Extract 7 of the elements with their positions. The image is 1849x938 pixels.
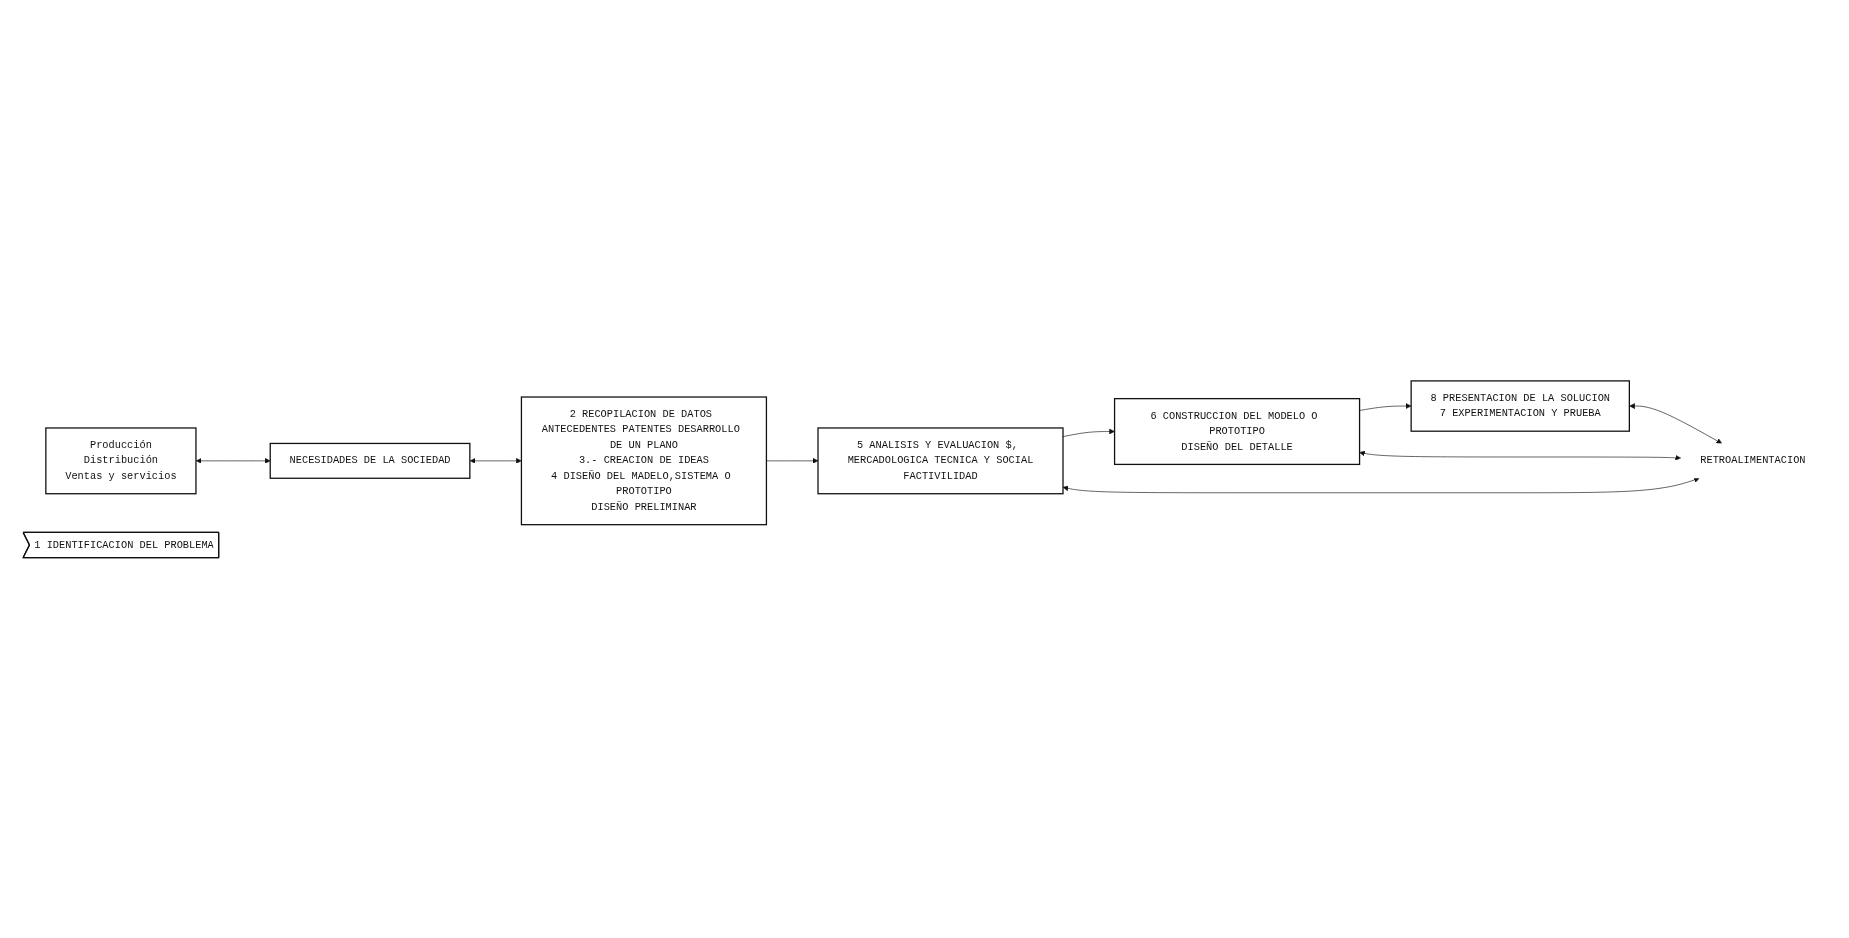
node-box: Producción Distribución Ventas y servicios xyxy=(45,427,198,495)
node-box: 5 ANALISIS Y EVALUACION $, MERCADOLOGICA TECNICA Y SOCIAL FACTIVILIDAD xyxy=(817,427,1065,495)
node-box: 2 RECOPILACION DE DATOS ANTECEDENTES PATENTES DESARROLLO DE UN PLANO 3.- CREACION DE IDEAS 4 DISEÑO DEL MADELO,SISTEMA O PROTOTIPO DISEÑO PRELIMINAR xyxy=(521,396,768,526)
node-text: RETROALIMENTACION xyxy=(1700,454,1806,467)
node-box: 8 PRESENTACION DE LA SOLUCION 7 EXPERIMENTACION Y PRUEBA xyxy=(1411,380,1631,432)
node-box: 6 CONSTRUCCION DEL MODELO O PROTOTIPO DISEÑO DEL DETALLE xyxy=(1114,397,1361,465)
node-box: NECESIDADES DE LA SOCIEDAD xyxy=(270,442,471,479)
